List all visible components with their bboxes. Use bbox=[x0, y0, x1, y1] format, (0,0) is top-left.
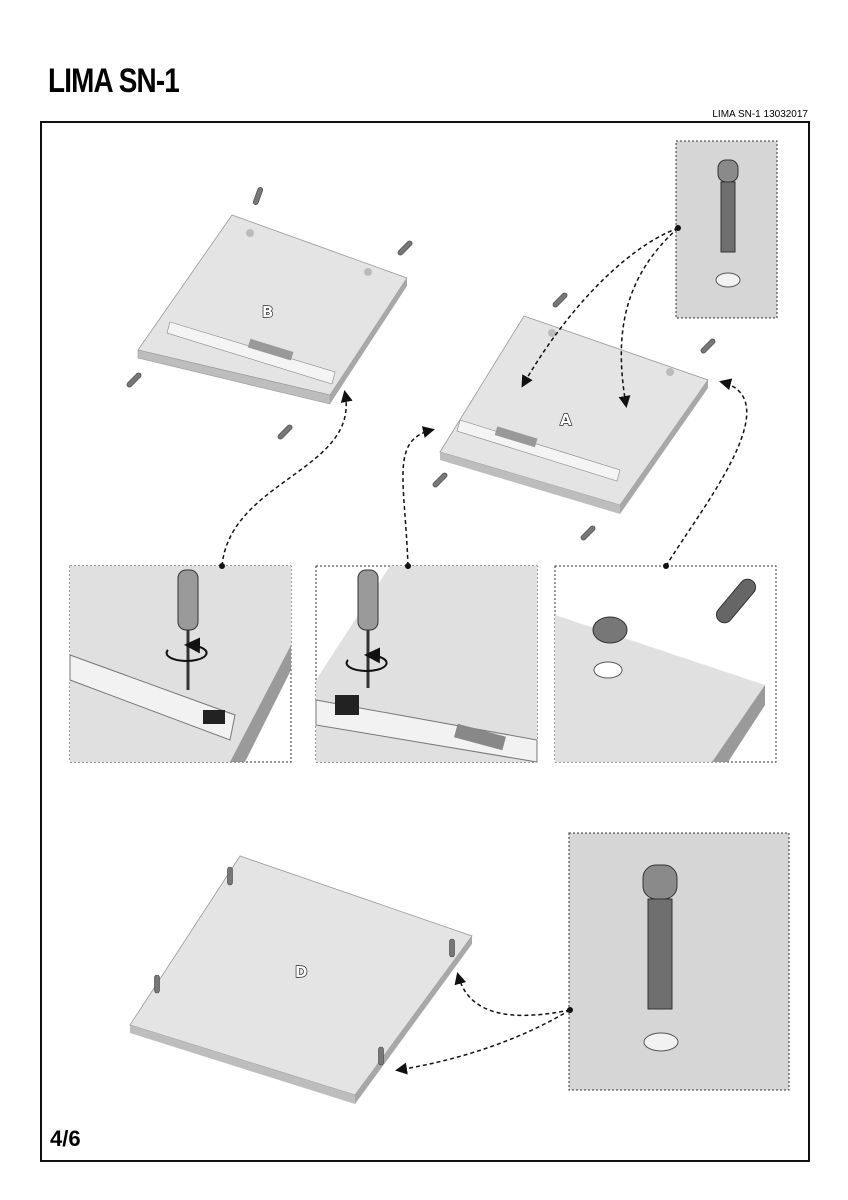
board-a: A bbox=[431, 291, 717, 542]
screwdriver-detail-middle bbox=[315, 565, 538, 763]
board-b: B bbox=[125, 186, 414, 441]
screwdriver-detail-left bbox=[69, 565, 292, 763]
board-b-label: B bbox=[262, 303, 273, 321]
page-title: LIMA SN-1 bbox=[48, 62, 180, 100]
cam-bolt-detail-top bbox=[675, 140, 778, 319]
instruction-frame bbox=[40, 121, 810, 1162]
arrow-origin-dots bbox=[219, 225, 681, 1013]
page-number: 4/6 bbox=[50, 1126, 81, 1151]
board-a-label: A bbox=[560, 411, 572, 429]
board-d-label: D bbox=[295, 963, 307, 981]
board-d: D bbox=[129, 855, 473, 1104]
cam-bolt-detail-bottom bbox=[568, 832, 790, 1091]
document-code: LIMA SN-1 13032017 bbox=[712, 109, 808, 120]
assembly-arrows bbox=[221, 227, 748, 1075]
cam-dowel-detail bbox=[554, 565, 777, 763]
